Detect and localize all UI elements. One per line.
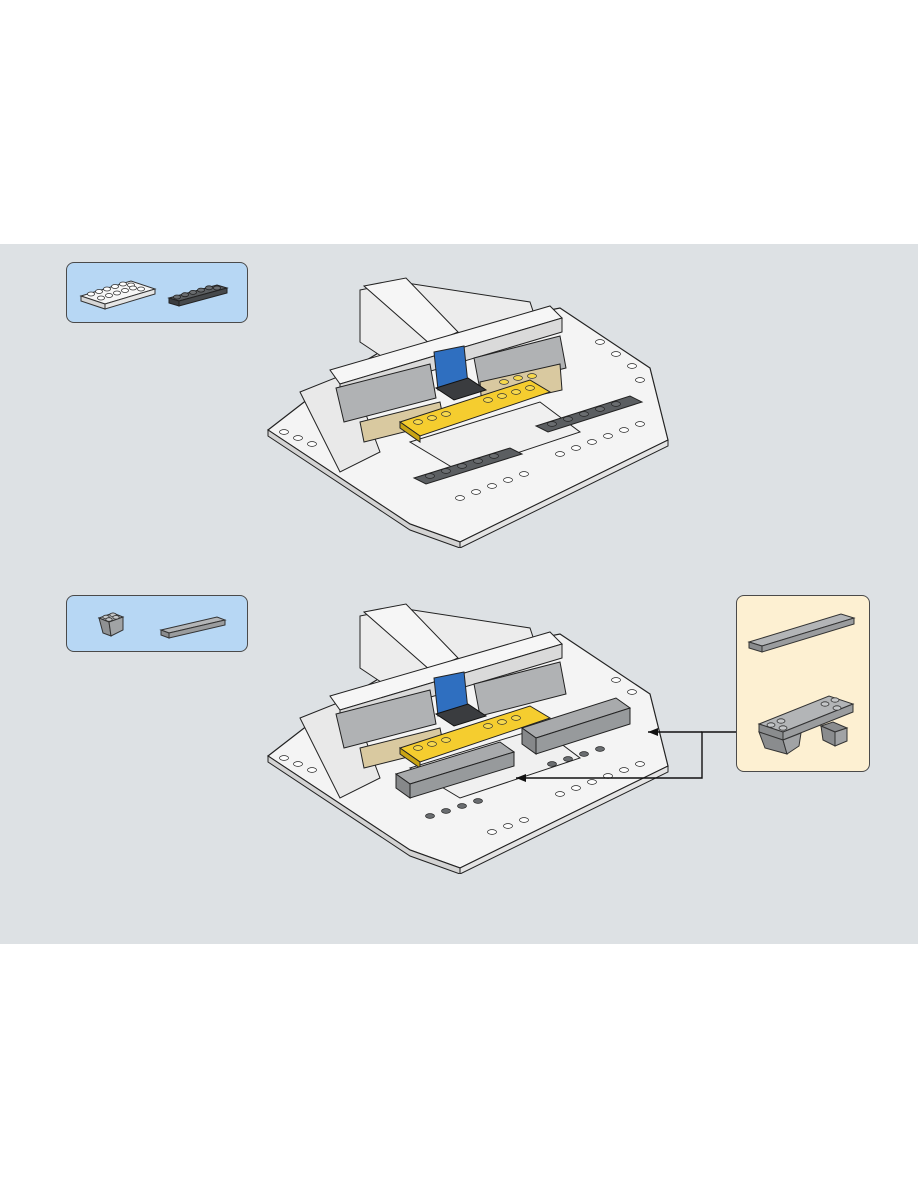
placement-arrows [500,720,740,790]
arrow-head-icon [516,774,526,782]
model-step-1 [260,272,680,553]
grey-tile-icon [161,617,225,638]
inverted-slope-icon [99,613,123,636]
sub-assembly-callout [736,595,870,772]
parts-list-step-2 [66,595,248,652]
parts-list-step-1 [66,262,248,323]
dark-grey-plate-icon [169,285,227,306]
arrow-head-icon [648,728,658,736]
bridge-assembly-icon [759,696,853,754]
grey-tile-icon [749,614,854,652]
white-plate-icon [81,281,155,309]
